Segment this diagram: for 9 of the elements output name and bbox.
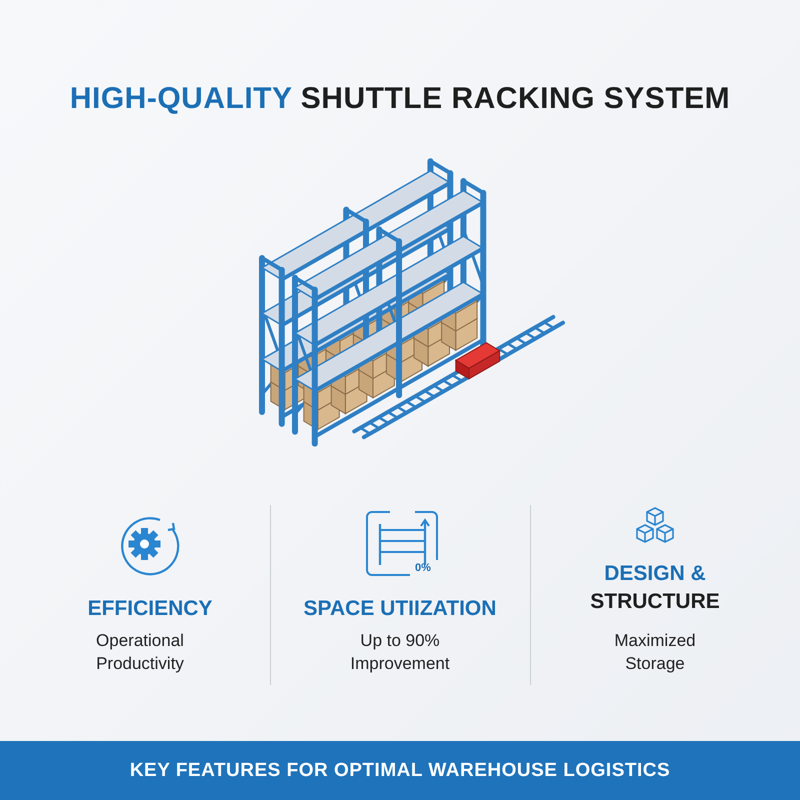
feature-heading: DESIGN & STRUCTURE bbox=[590, 561, 720, 616]
percent-text: 0% bbox=[415, 562, 431, 574]
title: HIGH-QUALITY SHUTTLE RACKING SYSTEM bbox=[68, 82, 732, 116]
caption-banner: KEY FEATURES FOR OPTIMAL WAREHOUSE LOGISTICS bbox=[0, 741, 800, 800]
feature-description: Operational Productivity bbox=[95, 630, 185, 675]
feature-description: Maximized Storage bbox=[613, 630, 697, 675]
feature-description: Up to 90% Improvement bbox=[349, 630, 451, 675]
feature-heading: EFFICIENCY bbox=[86, 596, 214, 622]
feature-heading: SPACE UTIIZATION bbox=[302, 596, 498, 622]
